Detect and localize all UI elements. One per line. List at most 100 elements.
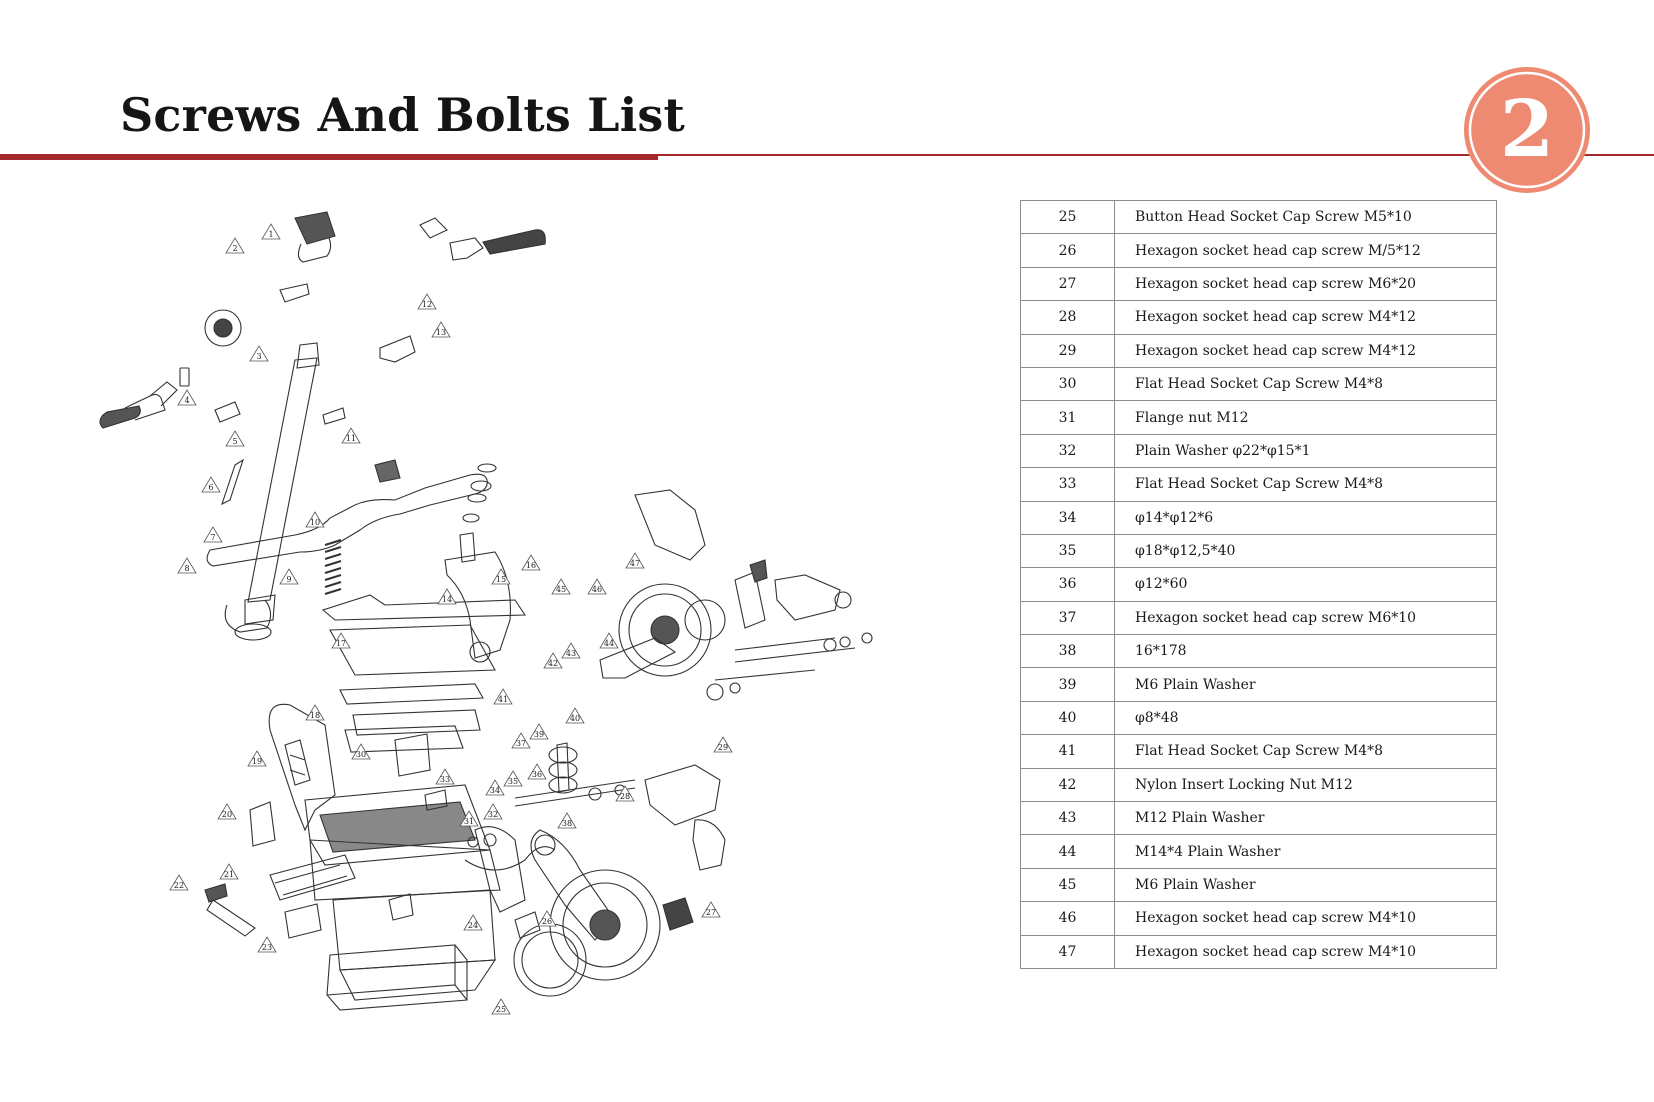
callout-47: 47 <box>625 552 645 569</box>
callout-triangle <box>279 568 299 585</box>
part-description: Flange nut M12 <box>1114 400 1497 435</box>
callout-triangle <box>225 237 245 254</box>
part-number: 46 <box>1020 901 1115 936</box>
callout-triangle <box>437 588 457 605</box>
callout-label: 5 <box>232 437 237 446</box>
callout-5: 5 <box>225 430 245 447</box>
header-rule-thick <box>0 155 658 160</box>
callout-label: 10 <box>310 518 320 527</box>
callout-label: 19 <box>252 757 262 766</box>
callout-4: 4 <box>177 389 197 406</box>
callout-label: 9 <box>286 575 291 584</box>
callout-triangle <box>701 901 721 918</box>
callout-triangle <box>217 803 237 820</box>
callout-label: 3 <box>256 352 261 361</box>
battery-block <box>326 944 468 1011</box>
part-number: 35 <box>1020 534 1115 569</box>
callout-label: 32 <box>488 810 498 819</box>
callout-triangle <box>521 554 541 571</box>
callout-label: 6 <box>208 483 213 492</box>
suspension-spring <box>324 539 342 595</box>
callout-triangle <box>459 810 479 827</box>
callout-triangle <box>435 768 455 785</box>
part-description: M14*4 Plain Washer <box>1114 834 1497 869</box>
callout-43: 43 <box>561 642 581 659</box>
callout-26: 26 <box>537 910 557 927</box>
callout-44: 44 <box>599 632 619 649</box>
callout-label: 44 <box>604 639 614 648</box>
callout-triangle <box>587 578 607 595</box>
callout-8: 8 <box>177 557 197 574</box>
callout-label: 29 <box>718 743 728 752</box>
callout-triangle <box>483 803 503 820</box>
part-description: Hexagon socket head cap screw M4*10 <box>1114 901 1497 936</box>
steering-column <box>221 342 401 641</box>
callout-label: 28 <box>620 792 630 801</box>
callout-label: 8 <box>184 564 189 573</box>
part-description: Nylon Insert Locking Nut M12 <box>1114 768 1497 803</box>
callout-triangle <box>177 557 197 574</box>
front-fork <box>444 463 511 663</box>
callout-triangle <box>177 389 197 406</box>
callout-label: 43 <box>566 649 576 658</box>
callout-21: 21 <box>219 863 239 880</box>
callout-label: 1 <box>268 230 273 239</box>
part-number: 33 <box>1020 467 1115 502</box>
header-rule-thin <box>0 154 1654 156</box>
callout-label: 2 <box>232 244 237 253</box>
callout-label: 34 <box>490 786 500 795</box>
callout-triangle <box>257 936 277 953</box>
callout-triangle <box>431 321 451 338</box>
callout-triangle <box>529 723 549 740</box>
part-description: M6 Plain Washer <box>1114 868 1497 903</box>
callout-label: 42 <box>548 659 558 668</box>
display-unit <box>279 211 336 303</box>
part-description: φ8*48 <box>1114 701 1497 736</box>
callout-10: 10 <box>305 511 325 528</box>
callout-label: 14 <box>442 595 452 604</box>
callout-1: 1 <box>261 223 281 240</box>
callout-triangle <box>169 874 189 891</box>
part-description: Flat Head Socket Cap Screw M4*8 <box>1114 734 1497 769</box>
callout-label: 20 <box>222 810 232 819</box>
part-description: Flat Head Socket Cap Screw M4*8 <box>1114 367 1497 402</box>
part-number: 47 <box>1020 935 1115 969</box>
callout-markers: 1234567891011121314151617181920212223242… <box>169 223 733 1015</box>
part-number: 25 <box>1020 200 1115 235</box>
callout-label: 41 <box>498 695 508 704</box>
callout-35: 35 <box>503 770 523 787</box>
callout-triangle <box>341 427 361 444</box>
callout-triangle <box>485 779 505 796</box>
part-description: M12 Plain Washer <box>1114 801 1497 836</box>
callout-label: 37 <box>516 739 526 748</box>
callout-label: 38 <box>562 819 572 828</box>
callout-triangle <box>561 642 581 659</box>
callout-29: 29 <box>713 736 733 753</box>
callout-triangle <box>493 688 513 705</box>
callout-triangle <box>625 552 645 569</box>
callout-triangle <box>417 293 437 310</box>
part-number: 44 <box>1020 834 1115 869</box>
callout-triangle <box>537 910 557 927</box>
callout-2: 2 <box>225 237 245 254</box>
part-description: Hexagon socket head cap screw M6*10 <box>1114 601 1497 636</box>
rear-wheel-assembly <box>599 489 873 701</box>
part-number: 26 <box>1020 233 1115 268</box>
callout-triangle <box>305 704 325 721</box>
callout-triangle <box>247 750 267 767</box>
callout-25: 25 <box>491 998 511 1015</box>
part-description: Flat Head Socket Cap Screw M4*8 <box>1114 467 1497 502</box>
chapter-badge: 2 <box>1461 64 1593 196</box>
callout-label: 26 <box>542 917 552 926</box>
callout-label: 33 <box>440 775 450 784</box>
callout-triangle <box>203 526 223 543</box>
